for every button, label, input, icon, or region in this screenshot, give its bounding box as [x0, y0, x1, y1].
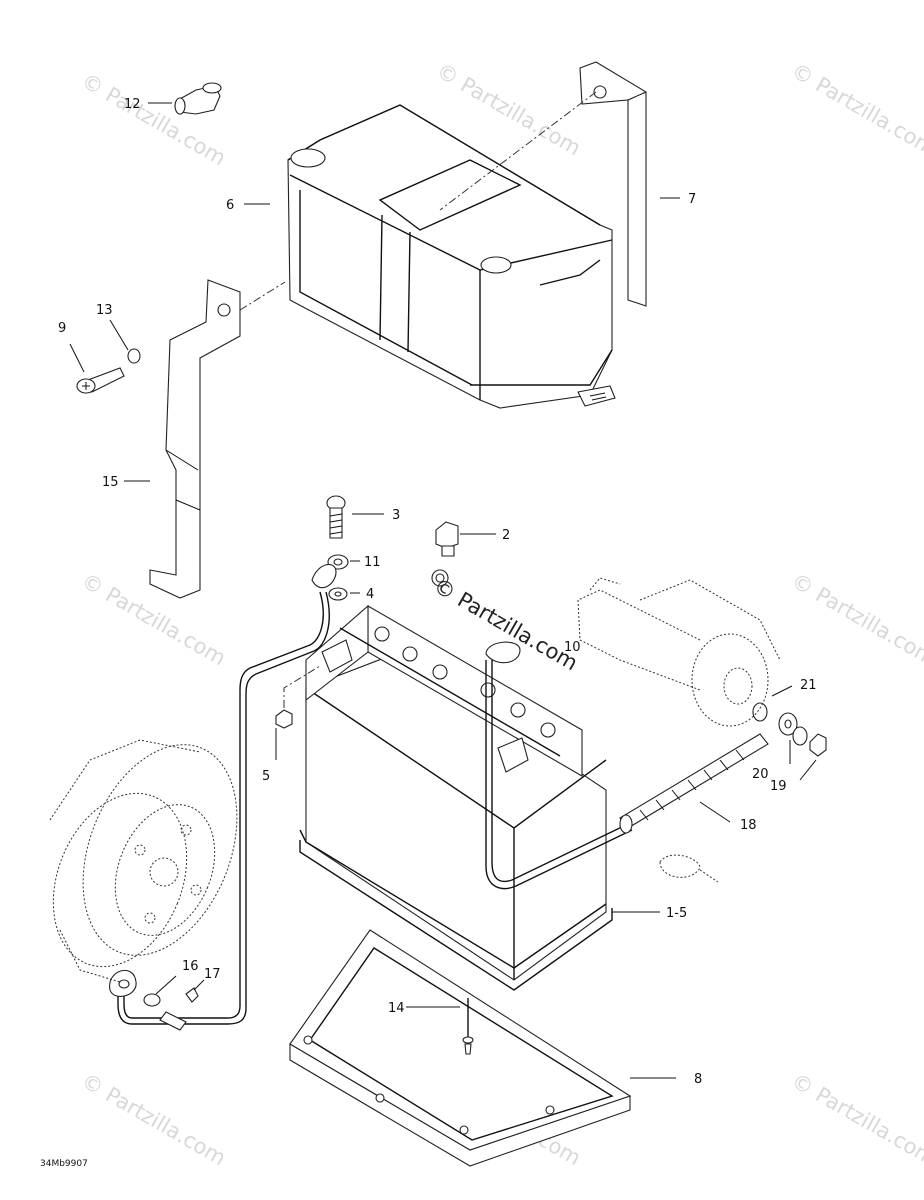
- callout-20: 20: [752, 767, 769, 782]
- callout-18: 18: [740, 818, 757, 833]
- negative-ground-cable: [109, 563, 337, 1025]
- part-18-cable-sleeve: [619, 733, 769, 834]
- watermark-bottom-right: © Partzilla.com: [788, 1069, 924, 1171]
- callout-16: 16: [182, 959, 199, 974]
- callout-4: 4: [366, 587, 374, 602]
- part-7-right-bracket: [439, 61, 647, 307]
- leader-lines: [69, 102, 817, 1079]
- watermark-bottom-left: © Partzilla.com: [78, 1069, 230, 1171]
- starter-motor: [577, 577, 781, 883]
- part-19-nut: [809, 733, 827, 757]
- part-1-battery: [299, 604, 613, 991]
- callout-15: 15: [102, 475, 119, 490]
- part-5-nut: [275, 665, 321, 729]
- callout-14: 14: [388, 1001, 405, 1016]
- part-20-washer: [778, 712, 808, 746]
- callout-12: 12: [124, 97, 141, 112]
- callout-19: 19: [770, 779, 787, 794]
- callout-numbers: 12 6 7 9 13 15 3 2 11 4 10 5 21 20 19 18…: [58, 97, 817, 1087]
- callout-11: 11: [364, 555, 381, 570]
- part-3-bolt: [326, 495, 346, 539]
- callout-7: 7: [688, 192, 696, 207]
- part-12-terminal-boot: [174, 82, 222, 115]
- part-4-lock-washer: [328, 587, 348, 601]
- callout-3: 3: [392, 508, 400, 523]
- part-10-positive-cable: [485, 641, 633, 890]
- watermark-mid-right: © Partzilla.com: [788, 569, 924, 671]
- part-21-washer: [752, 702, 768, 722]
- callout-17: 17: [204, 967, 221, 982]
- part-15-left-bracket: [149, 279, 286, 599]
- callout-21: 21: [800, 678, 817, 693]
- part-16-washer: [143, 993, 187, 1031]
- callout-9: 9: [58, 321, 66, 336]
- reference-code: 34Mb9907: [40, 1159, 88, 1169]
- engine-flywheel-housing: [49, 739, 238, 983]
- callout-5: 5: [262, 769, 270, 784]
- watermark-top-right: © Partzilla.com: [788, 59, 924, 161]
- callout-8: 8: [694, 1072, 702, 1087]
- part-6-battery-cover: [287, 104, 616, 409]
- callout-10: 10: [564, 640, 581, 655]
- part-17-nut: [185, 987, 199, 1003]
- part-9-screw: [76, 367, 125, 394]
- callout-13: 13: [96, 303, 113, 318]
- part-13-washer: [127, 348, 141, 364]
- callout-6: 6: [226, 198, 234, 213]
- callout-2: 2: [502, 528, 510, 543]
- part-2-vent-cap: [431, 521, 459, 587]
- callout-1-5: 1-5: [666, 906, 687, 921]
- part-8-battery-tray: [289, 929, 632, 1167]
- part-14-pin: [462, 998, 474, 1055]
